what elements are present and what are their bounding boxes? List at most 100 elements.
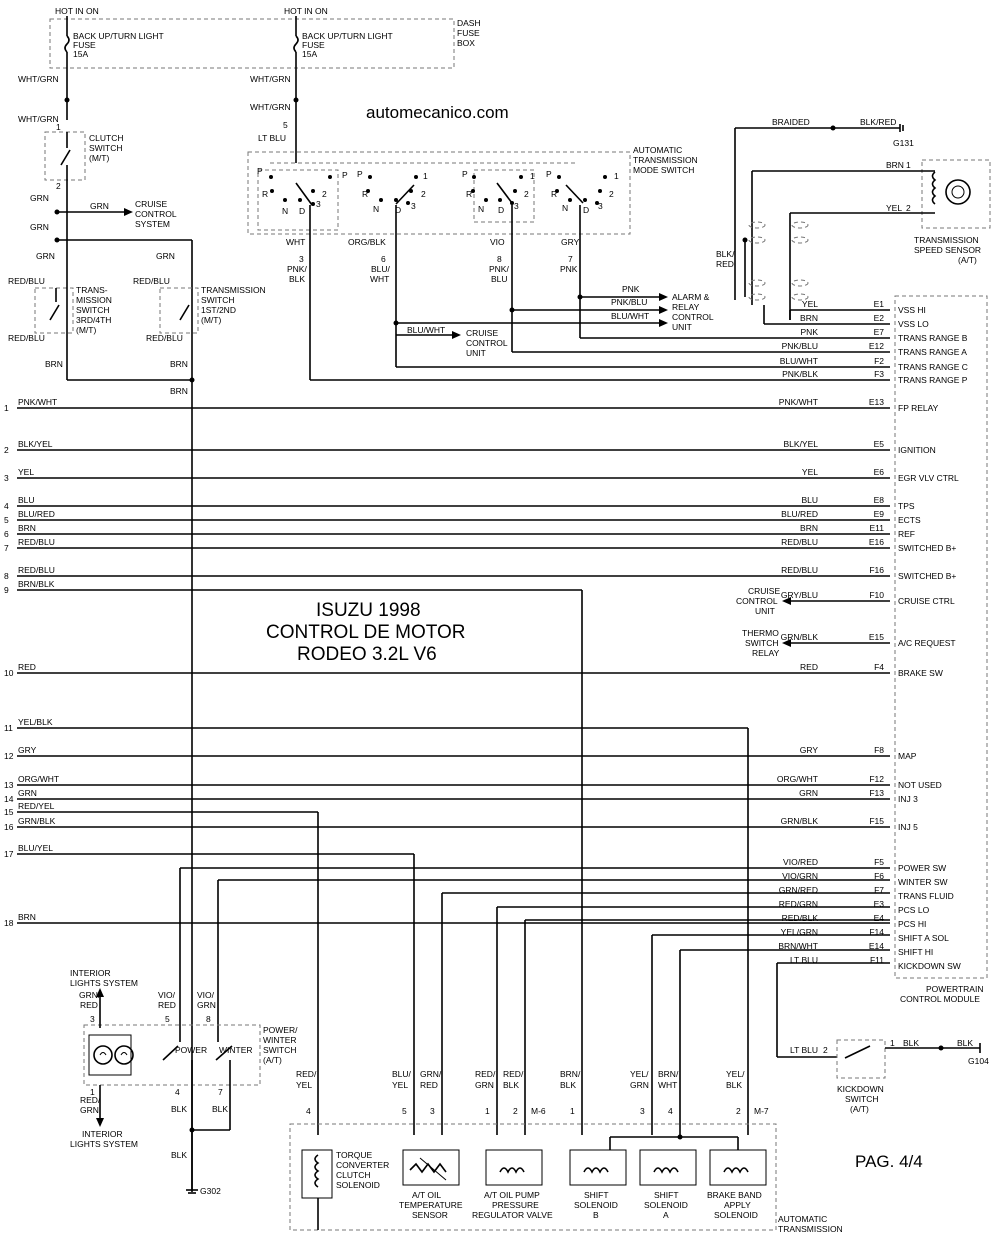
pin-label: 2 xyxy=(823,1045,828,1055)
pcm-pin-function: TPS xyxy=(898,501,915,511)
fuse-box-label: BOX xyxy=(457,38,475,48)
switch-contact-icon xyxy=(49,304,60,321)
wire-label: GRY xyxy=(561,237,580,247)
trans-pin-label: 1 xyxy=(570,1106,575,1116)
arrow-icon xyxy=(659,293,668,301)
thermo-relay-label: THERMO xyxy=(742,628,779,638)
trans-pin-label: 3 xyxy=(640,1106,645,1116)
wire-label: GRN xyxy=(36,251,55,261)
trans-switch-label: 3RD/4TH xyxy=(76,315,111,325)
cruise-unit-label: CRUISE xyxy=(748,586,780,596)
fuse-box-label: FUSE xyxy=(457,28,480,38)
gear-label: 3 xyxy=(514,201,519,211)
wire-label: GRN xyxy=(156,251,175,261)
pcm-pin-function: FP RELAY xyxy=(898,403,939,413)
alarm-relay-label: UNIT xyxy=(672,322,692,332)
switch-contact-icon xyxy=(162,1045,179,1061)
fuse-label: FUSE xyxy=(73,40,96,50)
wire-label: BLK xyxy=(171,1150,187,1160)
pcm-pin-function: SWITCHED B+ xyxy=(898,543,956,553)
arrow-icon xyxy=(659,319,668,327)
gear-label: P xyxy=(342,170,348,180)
brake-band-solenoid: BRAKE BAND APPLY SOLENOID xyxy=(707,1149,767,1220)
wire-number: 1 xyxy=(4,403,9,413)
wire-label: BRN xyxy=(45,359,63,369)
tcc-label: CLUTCH xyxy=(336,1170,370,1180)
gear-label: 3 xyxy=(598,201,603,211)
connector-label: M-7 xyxy=(754,1106,769,1116)
trans-wire-label: YEL/ xyxy=(726,1069,745,1079)
pcm-pin-id: F6 xyxy=(874,871,884,881)
arrow-icon xyxy=(96,988,104,997)
wire-number: 7 xyxy=(4,543,9,553)
wire-label: RED/BLU xyxy=(133,276,170,286)
pcm-wire-color: YEL/GRN xyxy=(781,927,818,937)
pcm-wire-color: GRY/BLU xyxy=(781,590,818,600)
wire-label: WHT/GRN xyxy=(18,74,59,84)
diagram-title: RODEO 3.2L V6 xyxy=(297,644,437,665)
pcm-pin-id: E7 xyxy=(874,327,885,337)
pin-label: 1 xyxy=(906,160,911,170)
pcm-pin-id: F10 xyxy=(869,590,884,600)
wire-label: BLU/WHT xyxy=(407,325,445,335)
pcm-pin-function: TRANS RANGE A xyxy=(898,347,967,357)
trans-wire-label: RED/ xyxy=(296,1069,317,1079)
gear-label: R xyxy=(262,189,268,199)
pin-label: 6 xyxy=(381,254,386,264)
pcm-pin-function: TRANS RANGE C xyxy=(898,362,968,372)
gear-label: R xyxy=(362,189,368,199)
wire-color-label: BRN xyxy=(18,912,36,922)
wire-label: BRAIDED xyxy=(772,117,810,127)
pcm-pin-function: NOT USED xyxy=(898,780,942,790)
trans-wire-label: BRN/ xyxy=(658,1069,679,1079)
wire-label: WHT xyxy=(370,274,389,284)
cruise-system-label: CONTROL xyxy=(135,209,177,219)
wire-number: 11 xyxy=(4,723,13,733)
wire-label: LT BLU xyxy=(258,133,286,143)
pcm-wire-color: BRN xyxy=(800,313,818,323)
wire-label: ORG/BLK xyxy=(348,237,386,247)
wire-label: VIO xyxy=(490,237,505,247)
oil-temp-sensor: A/T OIL TEMPERATURE SENSOR xyxy=(399,1149,463,1220)
gear-label: D xyxy=(583,205,589,215)
pcm-pin-id: F13 xyxy=(869,788,884,798)
pcm-wire-color: BLU/RED xyxy=(781,509,818,519)
pcm-pin-id: E5 xyxy=(874,439,885,449)
power-winter-label: WINTER xyxy=(263,1035,297,1045)
pcm-wire-color: BLU/WHT xyxy=(780,356,818,366)
wire-label: BLK xyxy=(957,1038,973,1048)
wire-color-label: RED/YEL xyxy=(18,801,55,811)
pcm-pin-function: SHIFT A SOL xyxy=(898,933,949,943)
gear-label: P xyxy=(257,166,263,176)
pcm-pin-function: VSS LO xyxy=(898,319,929,329)
pin-label: 4 xyxy=(175,1087,180,1097)
speed-sensor-label: (A/T) xyxy=(958,255,977,265)
pcm-pin-id: E3 xyxy=(874,899,885,909)
wire-number: 14 xyxy=(4,794,14,804)
pcm-wire-color: PNK xyxy=(801,327,819,337)
pcm-pin-function: ECTS xyxy=(898,515,921,525)
pcm-label: CONTROL MODULE xyxy=(900,994,980,1004)
wire-color-label: BRN/BLK xyxy=(18,579,55,589)
pcm-box xyxy=(894,295,988,979)
wire-number: 13 xyxy=(4,780,14,790)
wire-label: GRN xyxy=(30,222,49,232)
pin-label: 7 xyxy=(568,254,573,264)
gear-label: 1 xyxy=(423,171,428,181)
gear-label: P xyxy=(546,169,552,179)
pcm-pin-id: F8 xyxy=(874,745,884,755)
wire-label: YEL xyxy=(886,203,902,213)
wire-number: 8 xyxy=(4,571,9,581)
trans-switch-label: (M/T) xyxy=(201,315,221,325)
shift-solenoid-b: SHIFT SOLENOID B xyxy=(569,1149,627,1220)
speed-sensor-label: TRANSMISSION xyxy=(914,235,979,245)
fuse-label: FUSE xyxy=(302,40,325,50)
pcm-wire-color: PNK/WHT xyxy=(779,397,818,407)
mode-switch-label: AUTOMATIC xyxy=(633,145,682,155)
pcm-pin-function: PCS HI xyxy=(898,919,926,929)
wire-number: 5 xyxy=(4,515,9,525)
cruise-unit-label: UNIT xyxy=(755,606,775,616)
trans-pin-label: 2 xyxy=(736,1106,741,1116)
pcm-wire-color: RED/BLK xyxy=(782,913,819,923)
